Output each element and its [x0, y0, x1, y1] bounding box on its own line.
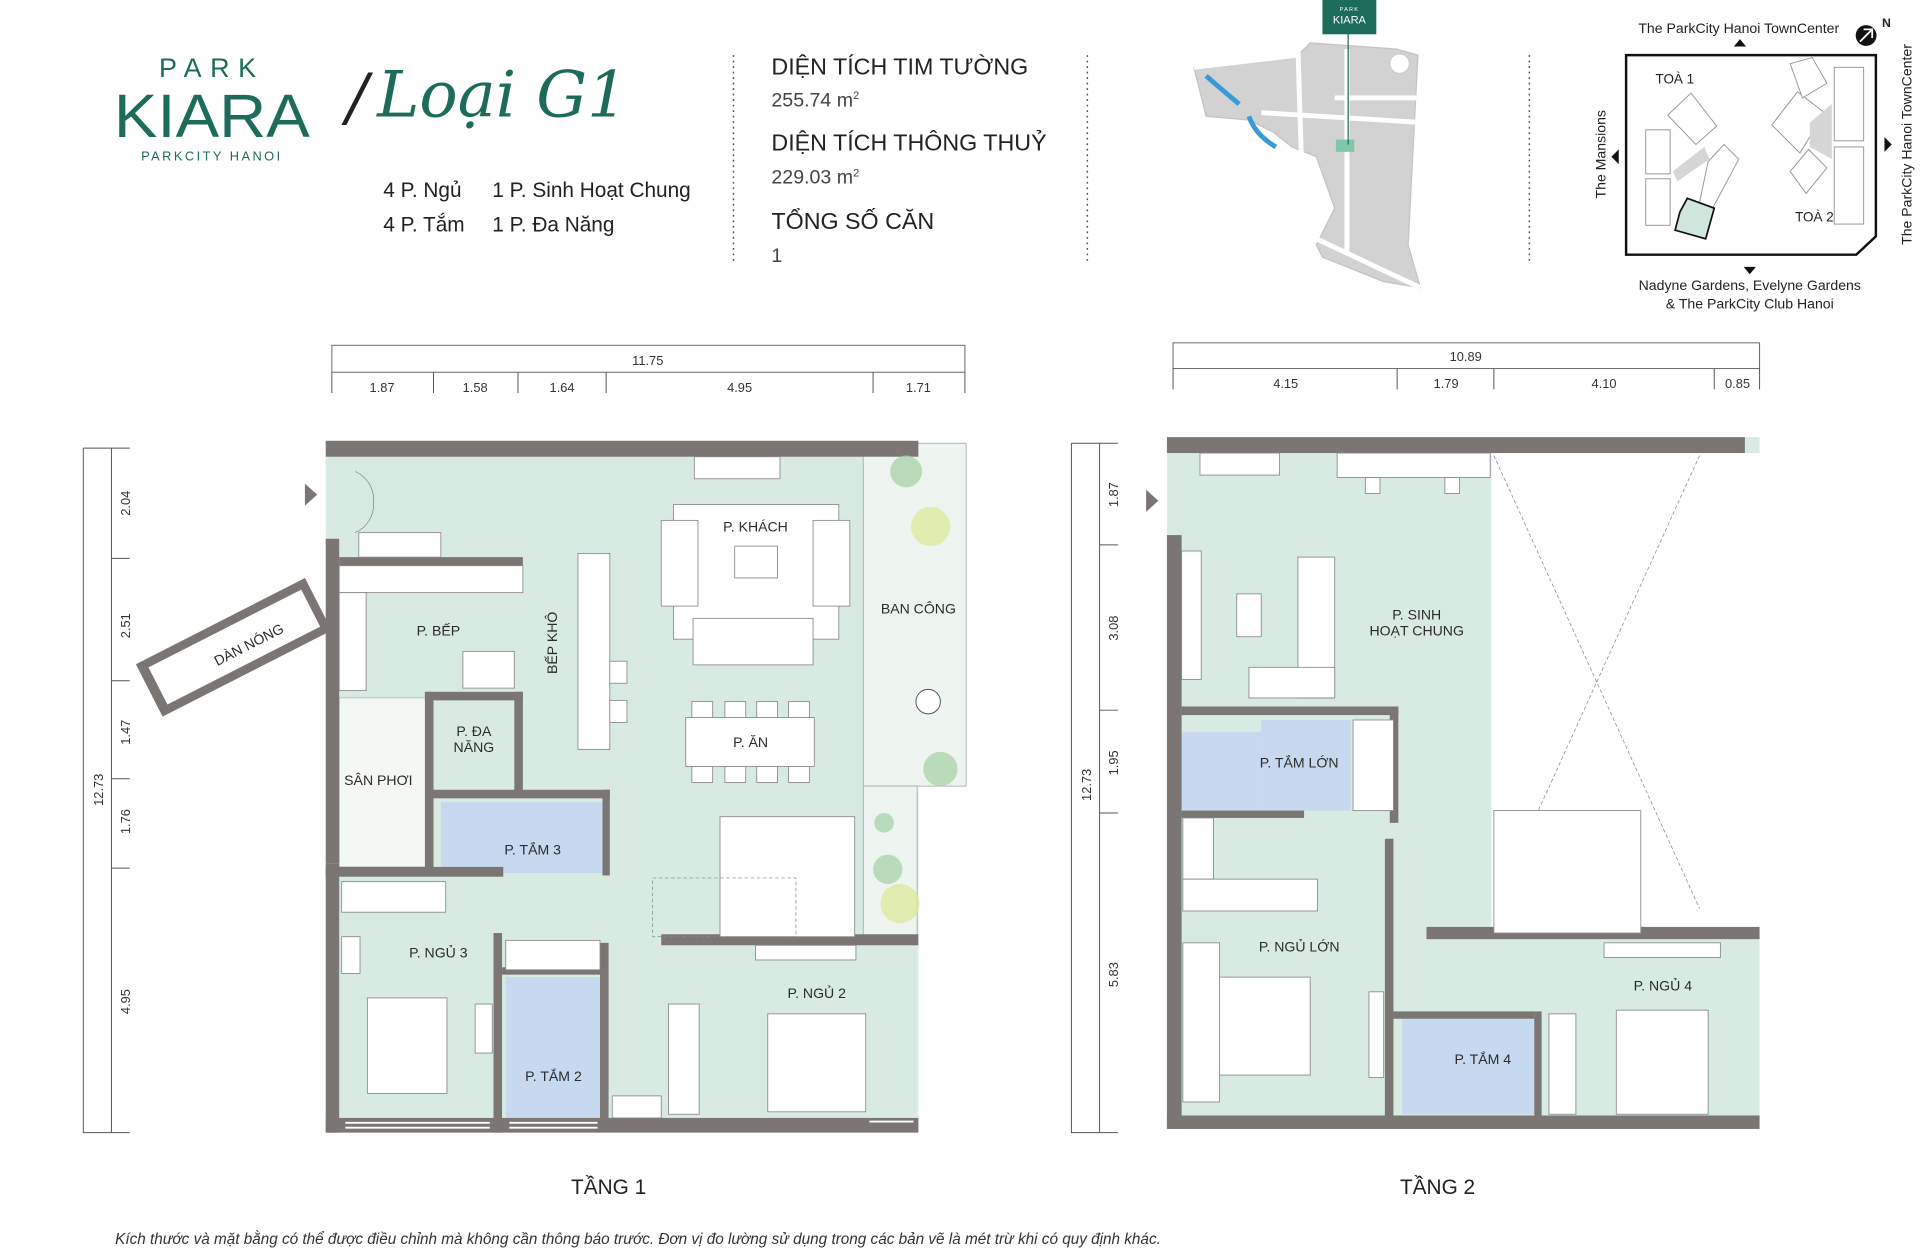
floor2-title: TẦNG 2: [1400, 1176, 1475, 1199]
map-logo-kiara: KIARA: [1333, 14, 1367, 26]
room-label-laundry: SÂN PHƠI: [344, 772, 412, 788]
floor1-plan: 11.75 1.87 1.58 1.64 4.95 1.71 12.73 2.0…: [82, 344, 967, 1199]
site-plan: The ParkCity Hanoi TownCenter N TOÀ 1 TO…: [1592, 16, 1914, 312]
site-right-label: The ParkCity Hanoi TownCenter: [1898, 44, 1914, 245]
living-count: 1 P. Sinh Hoạt Chung: [492, 179, 690, 202]
floor1-width: 1.87: [370, 380, 395, 395]
room-label-multi-2: NĂNG: [454, 739, 495, 755]
unit-type-title: Loại G1: [376, 58, 628, 132]
disclaimer: Kích thước và mặt bằng có thể được điều …: [115, 1231, 1161, 1248]
site-top-label: The ParkCity Hanoi TownCenter: [1638, 20, 1839, 36]
room-label-bath2: P. TẮM 2: [525, 1067, 582, 1084]
site-left-label: The Mansions: [1592, 110, 1608, 198]
arrow-down-icon: [1743, 266, 1756, 275]
logo-parkcity: PARKCITY HANOI: [141, 148, 283, 163]
floor2-width: 4.15: [1273, 376, 1298, 391]
room-label-balcony: BAN CÔNG: [881, 600, 956, 616]
floor2-depth: 3.08: [1106, 616, 1121, 641]
room-label-bed4: P. NGỦ 4: [1634, 977, 1693, 994]
room-label-bed3: P. NGỦ 3: [409, 944, 468, 961]
floor2-depth: 1.95: [1106, 750, 1121, 775]
wall-area-value: 255.74 m2: [771, 90, 859, 112]
floor2-depth: 1.87: [1106, 482, 1121, 507]
floor1-depth: 2.51: [118, 613, 133, 638]
floor2-depth: 5.83: [1106, 962, 1121, 987]
logo-park: PARK: [159, 53, 265, 83]
floor1-width: 4.95: [727, 380, 752, 395]
floor1-title: TẦNG 1: [571, 1176, 646, 1199]
floor2-total-width: 10.89: [1450, 349, 1482, 364]
floor1-depth: 1.76: [118, 809, 133, 834]
room-label-multi: P. ĐA: [456, 723, 492, 739]
entry-arrow-icon: [304, 483, 318, 506]
title-slash: /: [341, 61, 374, 135]
bedroom-count: 4 P. Ngủ: [383, 179, 461, 202]
site-bottom-label-1: Nadyne Gardens, Evelyne Gardens: [1639, 277, 1861, 293]
area-info: DIỆN TÍCH TIM TƯỜNG 255.74 m2 DIỆN TÍCH …: [771, 54, 1046, 267]
floor1-depth: 1.47: [118, 720, 133, 745]
wall-area-label: DIỆN TÍCH TIM TƯỜNG: [771, 54, 1028, 80]
room-label-master-bed: P. NGỦ LỚN: [1259, 937, 1340, 954]
room-label-master-bath: P. TẮM LỚN: [1260, 754, 1339, 771]
room-label-bath4: P. TẮM 4: [1455, 1050, 1512, 1067]
floor1-depth-dimensions: 12.73 2.04 2.51 1.47 1.76 4.95: [82, 447, 133, 1134]
north-label: N: [1882, 16, 1891, 30]
floor2-width: 0.85: [1725, 376, 1750, 391]
room-label-family-2: HOẠT CHUNG: [1370, 622, 1464, 638]
unit-count-value: 1: [771, 245, 782, 267]
floor2-plan: 10.89 4.15 1.79 4.10 0.85 12.73 1.87 3.0…: [1070, 342, 1761, 1199]
site-bottom-label-2: & The ParkCity Club Hanoi: [1666, 296, 1834, 312]
floor1-depth: 2.04: [118, 491, 133, 516]
logo-kiara: KIARA: [114, 82, 310, 150]
floor1-width: 1.64: [550, 380, 575, 395]
map-logo-park: PARK: [1340, 7, 1359, 13]
floor2-width: 1.79: [1434, 376, 1459, 391]
room-label-bed2: P. NGỦ 2: [788, 984, 847, 1001]
room-label-pantry: BẾP KHÔ: [544, 612, 560, 674]
room-label-dining: P. ĂN: [733, 734, 768, 750]
floor1-total-depth: 12.73: [91, 774, 106, 806]
floor2-width: 4.10: [1592, 376, 1617, 391]
floor1-width: 1.58: [463, 380, 488, 395]
floor2-depth-dimensions: 12.73 1.87 3.08 1.95 5.83: [1070, 442, 1121, 1134]
arrow-left-icon: [1611, 149, 1619, 165]
entry-arrow-icon: [1146, 489, 1159, 512]
location-map: PARK KIARA: [1193, 0, 1422, 290]
arrow-up-icon: [1733, 39, 1747, 47]
room-label-kitchen: P. BẾP: [417, 622, 461, 638]
tower2-label: TOÀ 2: [1795, 210, 1834, 225]
multi-room-count: 1 P. Đa Năng: [492, 213, 614, 236]
floor1-depth: 4.95: [118, 989, 133, 1014]
rooms-summary: 4 P. Ngủ 4 P. Tắm 1 P. Sinh Hoạt Chung 1…: [383, 179, 690, 236]
floor1-total-width: 11.75: [632, 353, 663, 368]
floor1-width: 1.71: [906, 380, 931, 395]
floor1-width-dimensions: 11.75 1.87 1.58 1.64 4.95 1.71: [331, 344, 966, 395]
arrow-right-icon: [1884, 137, 1892, 152]
bathroom-count: 4 P. Tắm: [383, 213, 464, 236]
floor2-total-depth: 12.73: [1079, 769, 1094, 801]
net-area-value: 229.03 m2: [771, 167, 859, 189]
room-label-family: P. SINH: [1392, 607, 1441, 623]
unit-location-highlight: [1674, 197, 1716, 240]
floor2-width-dimensions: 10.89 4.15 1.79 4.10 0.85: [1172, 342, 1761, 391]
net-area-label: DIỆN TÍCH THÔNG THUỶ: [771, 128, 1046, 156]
room-label-living: P. KHÁCH: [723, 518, 788, 534]
room-label-bath3: P. TẮM 3: [504, 841, 561, 858]
tower1-label: TOÀ 1: [1655, 71, 1694, 86]
brand-logo: PARK KIARA PARKCITY HANOI: [114, 53, 310, 163]
unit-count-label: TỔNG SỐ CĂN: [771, 207, 934, 234]
